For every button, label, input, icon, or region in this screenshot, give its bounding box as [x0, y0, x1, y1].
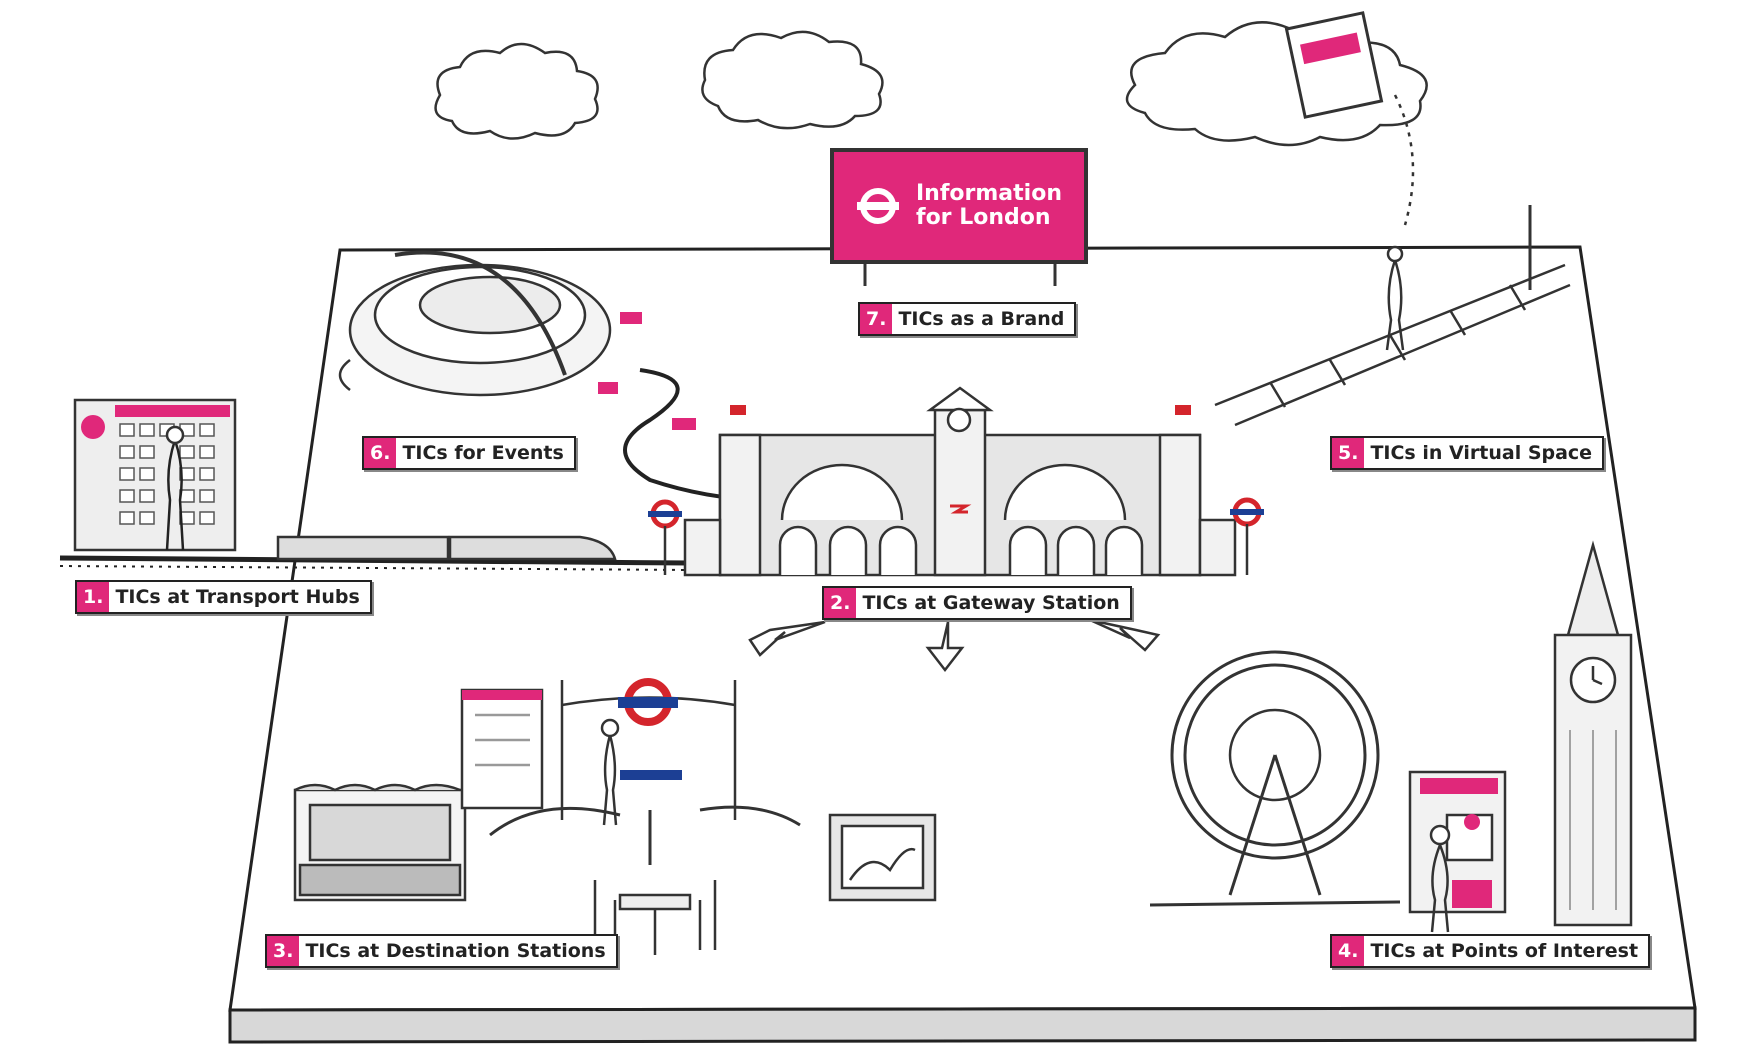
brand-billboard: Information for London — [830, 148, 1088, 264]
label-text: TICs for Events — [402, 442, 564, 464]
label-text: TICs in Virtual Space — [1370, 442, 1593, 464]
station-icon — [683, 386, 1237, 577]
label-events: 6. TICs for Events — [362, 436, 576, 470]
stadium-icon — [338, 250, 612, 397]
label-number: 1. — [77, 582, 110, 612]
brand-line-2: for London — [916, 205, 1051, 230]
train-icon — [59, 535, 691, 571]
label-text: TICs at Gateway Station — [862, 592, 1120, 614]
label-text: TICs at Destination Stations — [305, 940, 606, 962]
theatre-icon — [293, 783, 467, 902]
label-number: 6. — [364, 438, 397, 468]
label-destination-stations: 3. TICs at Destination Stations — [265, 934, 618, 968]
info-board-icon — [460, 688, 544, 810]
label-number: 5. — [1332, 438, 1365, 468]
cloud-icon — [1125, 21, 1428, 147]
label-text: TICs at Transport Hubs — [115, 586, 360, 608]
label-text: TICs as a Brand — [898, 308, 1065, 330]
roundel-icon — [648, 497, 1264, 575]
brand-line-1: Information — [916, 181, 1062, 206]
label-points-of-interest: 4. TICs at Points of Interest — [1330, 934, 1651, 968]
map-platform — [228, 245, 1697, 1044]
label-number: 4. — [1332, 936, 1365, 966]
label-brand: 7. TICs as a Brand — [858, 302, 1077, 336]
restaurant-icon — [593, 880, 717, 955]
label-text: TICs at Points of Interest — [1370, 940, 1639, 962]
kiosk-icon — [73, 398, 237, 552]
painting-icon — [828, 813, 937, 902]
walkway-icon — [1214, 205, 1571, 427]
arrow-icon — [748, 618, 1161, 673]
label-transport-hubs: 1. TICs at Transport Hubs — [75, 580, 372, 614]
tablet-icon — [1284, 11, 1415, 226]
poi-kiosk-icon — [1408, 770, 1507, 933]
clock-tower-icon — [1553, 540, 1633, 927]
label-number: 3. — [267, 936, 300, 966]
label-number: 2. — [824, 588, 857, 618]
event-path — [598, 312, 771, 502]
ferris-wheel-icon — [1149, 650, 1401, 907]
arrow-icon — [489, 805, 801, 865]
label-number: 7. — [860, 304, 893, 334]
cloud-icon — [434, 42, 599, 140]
label-gateway-station: 2. TICs at Gateway Station — [822, 586, 1132, 620]
roundel-icon — [856, 184, 900, 228]
billboard-legs — [863, 264, 1057, 286]
underground-entrance-icon — [560, 678, 737, 826]
label-virtual-space: 5. TICs in Virtual Space — [1330, 436, 1605, 470]
cloud-icon — [701, 30, 884, 130]
